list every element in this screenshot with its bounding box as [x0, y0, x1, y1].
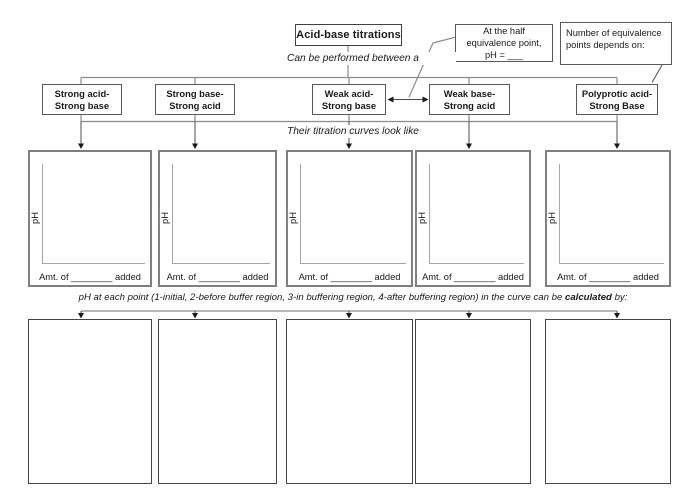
map-title-box: Acid-base titrations: [295, 24, 402, 46]
pair-line: Strong acid-: [54, 87, 110, 99]
caption-performed-between: Can be performed between a: [250, 52, 456, 65]
note-line: At the half: [483, 26, 525, 36]
note-line: Number of equivalence: [566, 28, 662, 38]
chart-y-axis-label: pH: [29, 209, 40, 226]
chart-x-axis-label: Amt. of ________ added: [298, 272, 401, 282]
calculation-answer-box-1[interactable]: [28, 319, 152, 484]
pair-box-weak-acid-strong-base: Weak acid- Strong base: [312, 84, 386, 115]
caption-calc-prefix: pH at each point (1-initial, 2-before bu…: [78, 292, 565, 303]
pair-line: Strong base: [321, 99, 377, 111]
half-equivalence-callout-line: [408, 36, 457, 98]
caption-calc-suffix: by:: [611, 292, 628, 303]
right-arrow-icon: [422, 96, 429, 103]
ph-blank[interactable]: pH = ___: [485, 50, 523, 60]
titration-curve-box-2[interactable]: pH Amt. of ________ added: [158, 150, 277, 287]
pair-line: Strong base: [54, 99, 110, 111]
pair-box-polyprotic-acid-strong-base: Polyprotic acid- Strong Base: [576, 84, 658, 115]
caption-titration-curves: Their titration curves look like: [255, 125, 451, 138]
down-arrow-icon: [614, 143, 620, 149]
half-equivalence-note-box[interactable]: At the half equivalence point, pH = ___: [455, 24, 553, 62]
chart-axes: [429, 164, 524, 264]
pair-line: Strong acid: [169, 99, 221, 111]
equivalence-points-note-box[interactable]: Number of equivalence points depends on:: [560, 22, 672, 65]
down-arrow-icon: [346, 313, 352, 319]
note-line: equivalence point,: [466, 38, 542, 48]
chart-y-axis-label: pH: [287, 209, 298, 226]
chart-y-axis-label: pH: [416, 209, 427, 226]
chart-axes: [172, 164, 270, 264]
titration-curve-box-4[interactable]: pH Amt. of ________ added: [415, 150, 531, 287]
calculation-answer-box-3[interactable]: [286, 319, 413, 484]
chart-x-axis-label: Amt. of ________ added: [166, 272, 269, 282]
pair-line: Polyprotic acid-: [581, 87, 653, 99]
calculation-answer-box-2[interactable]: [158, 319, 277, 484]
note-line: points depends on:: [566, 40, 645, 50]
map-title: Acid-base titrations: [296, 29, 401, 41]
pair-box-strong-base-strong-acid: Strong base- Strong acid: [155, 84, 235, 115]
pair-line: Weak base-: [443, 87, 496, 99]
chart-x-axis-label: Amt. of ________ added: [39, 272, 141, 282]
pair-box-strong-acid-strong-base: Strong acid- Strong base: [42, 84, 122, 115]
pair-box-weak-base-strong-acid: Weak base- Strong acid: [429, 84, 510, 115]
down-arrow-icon: [192, 313, 198, 319]
down-arrow-icon: [192, 143, 198, 149]
titration-curve-box-1[interactable]: pH Amt. of ________ added: [28, 150, 152, 287]
down-arrow-icon: [346, 143, 352, 149]
chart-axes: [559, 164, 664, 264]
pair-line: Weak acid-: [324, 87, 374, 99]
pair-line: Strong Base: [589, 99, 645, 111]
equivalence-points-callout-line: [651, 64, 663, 83]
calculation-answer-box-4[interactable]: [415, 319, 531, 484]
weak-acid-weak-base-double-arrow: [387, 96, 429, 103]
chart-x-axis-label: Amt. of ________ added: [422, 272, 524, 282]
titration-curve-box-3[interactable]: pH Amt. of ________ added: [286, 150, 413, 287]
titration-curve-box-5[interactable]: pH Amt. of ________ added: [545, 150, 671, 287]
chart-y-axis-label: pH: [546, 209, 557, 226]
chart-axes: [300, 164, 406, 264]
caption-calc-bold: calculated: [564, 292, 612, 303]
down-arrow-icon: [78, 313, 84, 319]
chart-y-axis-label: pH: [159, 209, 170, 226]
calculation-answer-box-5[interactable]: [545, 319, 671, 484]
chart-x-axis-label: Amt. of ________ added: [557, 272, 659, 282]
curves-row-connector: [78, 115, 620, 149]
caption-ph-calculation: pH at each point (1-initial, 2-before bu…: [20, 291, 686, 304]
down-arrow-icon: [466, 313, 472, 319]
calculation-row-connector: [78, 310, 620, 319]
down-arrow-icon: [78, 143, 84, 149]
pair-line: Strong base-: [166, 87, 224, 99]
pair-line: Strong acid: [443, 99, 496, 111]
left-arrow-icon: [387, 96, 394, 103]
chart-axes: [42, 164, 145, 264]
down-arrow-icon: [614, 313, 620, 319]
down-arrow-icon: [466, 143, 472, 149]
